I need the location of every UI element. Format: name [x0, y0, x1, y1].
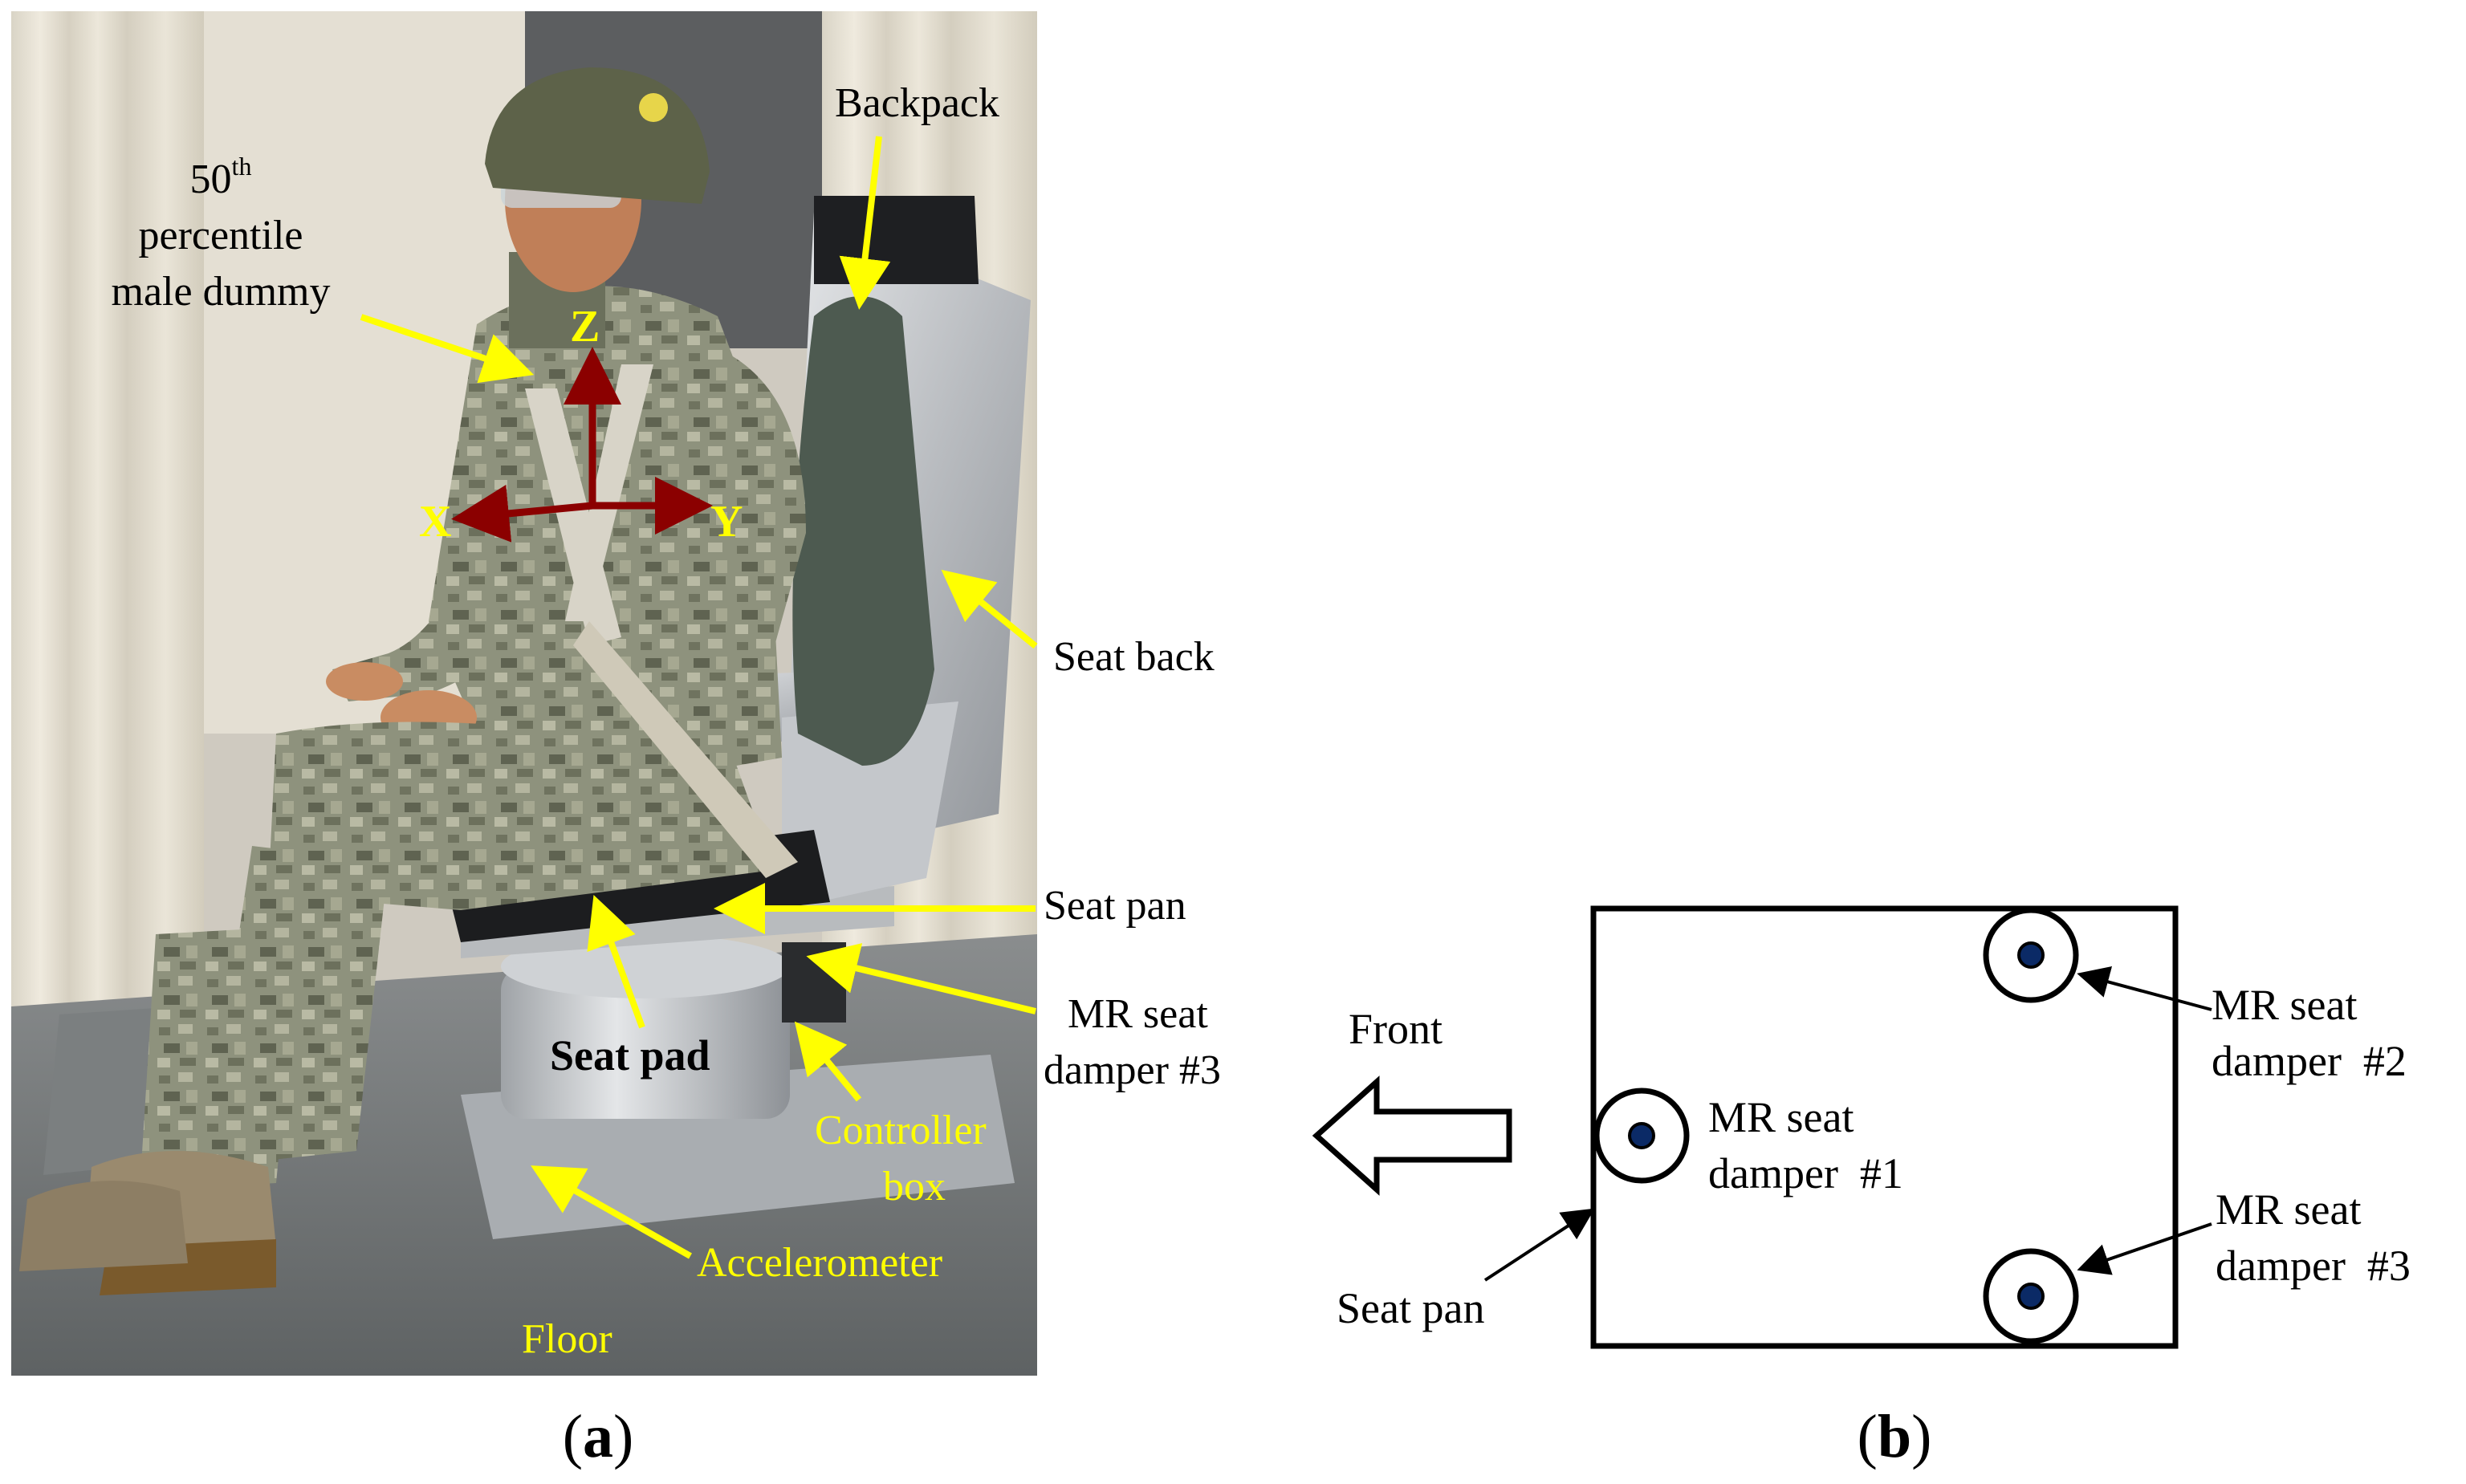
backpack-callout-arrow [839, 136, 891, 310]
z-axis-label: Z [570, 302, 600, 352]
damper-3-symbol [1983, 1248, 2079, 1344]
mr-damper-label-line1: MR seat [1068, 991, 1208, 1037]
damper-3-label-line2: damper #3 [2216, 1242, 2411, 1290]
damper-1-symbol [1593, 1088, 1690, 1184]
front-label: Front [1349, 1005, 1443, 1053]
mr-damper-label-line2: damper #3 [1044, 1047, 1221, 1093]
damper-3-label-line1: MR seat [2216, 1185, 2362, 1234]
dummy-label-line1: 50th [190, 152, 252, 202]
damper-3-leader-arrow [2077, 1222, 2212, 1275]
accelerometer-callout-arrow [531, 1165, 692, 1259]
mr-damper-callout-arrow [806, 943, 1036, 1014]
panel-b-schematic: Front Seat pan MR seat damper #1 MR seat… [1312, 905, 2411, 1349]
backpack-label: Backpack [835, 80, 999, 126]
front-direction-arrow [1312, 1075, 1512, 1196]
panel-b-caption: (b) [1858, 1403, 1932, 1470]
x-axis-label: X [419, 497, 451, 547]
dummy-callout-arrow [360, 314, 535, 384]
panel-b-seat-pan-label: Seat pan [1337, 1284, 1484, 1332]
panel-a-caption: (a) [563, 1403, 634, 1470]
damper-2-label-line1: MR seat [2212, 981, 2358, 1029]
seat-pan-leader-arrow [1483, 1208, 1595, 1282]
seat-pad-label: Seat pad [550, 1031, 710, 1079]
damper-1-label-line2: damper #1 [1708, 1149, 1903, 1197]
seat-back-callout-arrow [941, 569, 1038, 649]
controller-callout-arrow [794, 1021, 862, 1102]
seat-back-label: Seat back [1053, 634, 1215, 680]
seat-pan-label: Seat pan [1044, 883, 1186, 929]
floor-label: Floor [522, 1316, 612, 1362]
damper-2-symbol [1983, 907, 2079, 1003]
y-axis-label: Y [710, 497, 743, 547]
controller-label-line2: box [883, 1164, 946, 1210]
damper-2-leader-arrow [2077, 966, 2212, 1011]
dummy-label-line2: percentile [139, 213, 303, 258]
dummy-label-line3: male dummy [112, 269, 331, 315]
controller-label-line1: Controller [815, 1108, 987, 1153]
damper-2-label-line2: damper #2 [2212, 1037, 2407, 1085]
seat-pad-callout-arrow [587, 894, 645, 1029]
x-axis-arrow [451, 485, 593, 543]
damper-1-label-line1: MR seat [1708, 1093, 1854, 1141]
accelerometer-label: Accelerometer [697, 1240, 942, 1286]
